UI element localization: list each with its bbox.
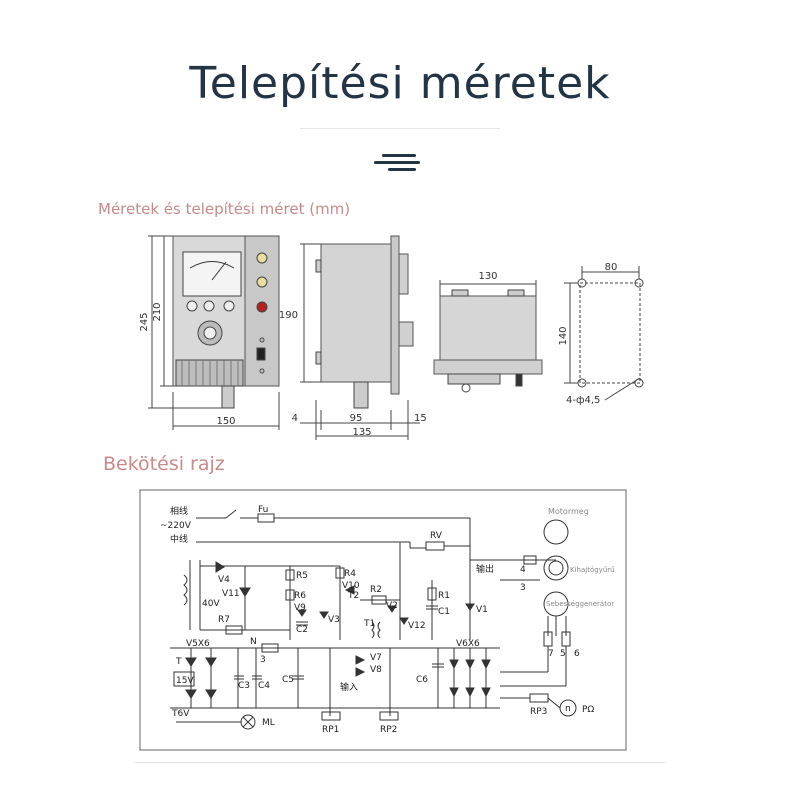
menu-lines-icon (374, 154, 420, 171)
dimensions-section-label: Méretek és telepítési méret (mm) (98, 200, 351, 218)
label-v5x6: V5X6 (186, 639, 210, 649)
dim-top-width: 130 (478, 271, 497, 282)
label-live: 相线 (170, 505, 188, 517)
label-v4: V4 (218, 575, 230, 585)
dimension-drawings: 245 210 150 190 4 95 15 135 130 80 140 4… (139, 235, 644, 440)
label-rp1: RP1 (322, 725, 339, 735)
label-in: 输入 (340, 681, 358, 693)
dim-front-height-total: 245 (139, 312, 150, 331)
label-c2: C2 (296, 625, 308, 635)
label-clutch: Kihajtógyűrű (570, 565, 615, 574)
label-out: 输出 (476, 563, 494, 575)
label-ml: ML (262, 718, 275, 728)
label-motor: Motormeg (548, 507, 589, 516)
label-r6: R6 (294, 591, 306, 601)
mounting-view (564, 266, 644, 401)
label-v12: V12 (408, 621, 426, 631)
label-r5: R5 (296, 571, 308, 581)
label-r1: R1 (438, 591, 450, 601)
dim-mount-width: 80 (605, 262, 618, 273)
dim-side-left: 4 (292, 413, 298, 424)
label-rv: RV (430, 531, 443, 541)
label-3: 3 (260, 655, 266, 665)
page-title: Telepítési méretek (189, 58, 611, 109)
title-divider (300, 128, 500, 129)
label-v7: V7 (370, 653, 382, 663)
label-rp3: RP3 (530, 707, 547, 717)
label-r7: R7 (218, 615, 230, 625)
label-c5: C5 (282, 675, 294, 685)
dim-front-height-inner: 210 (152, 302, 163, 321)
dim-front-width: 150 (216, 416, 235, 427)
label-t1: T1 (363, 619, 375, 629)
front-view (148, 235, 280, 430)
bottom-divider (135, 762, 665, 763)
dim-side-total: 135 (352, 427, 371, 438)
wiring-section-label: Bekötési rajz (103, 453, 225, 475)
label-c4: C4 (258, 681, 270, 691)
label-rp2: RP2 (380, 725, 397, 735)
top-view (433, 280, 543, 393)
label-r2: R2 (370, 585, 382, 595)
label-terminal-3: 3 (520, 583, 526, 593)
label-t: T (175, 657, 182, 667)
label-generator: Sebességgenerátor (546, 600, 614, 608)
dim-holes: 4-ф4,5 (566, 395, 600, 406)
label-terminal-5: 5 (560, 649, 566, 659)
label-v9: V9 (294, 603, 306, 613)
label-v6x6: V6X6 (456, 639, 480, 649)
label-v3: V3 (328, 615, 340, 625)
wiring-diagram: 相线 ~220V 中线 Fu RV 输出 输入 Motormeg Kihajtó… (139, 489, 627, 751)
label-terminal-7: 7 (548, 649, 554, 659)
label-v1: V1 (476, 605, 488, 615)
label-v10: V10 (342, 581, 360, 591)
label-fuse: Fu (258, 505, 268, 515)
dim-mount-height: 140 (558, 326, 569, 345)
label-n-node: n (565, 704, 571, 714)
label-v8: V8 (370, 665, 382, 675)
label-v2: V2 (386, 601, 398, 611)
label-r4: R4 (344, 569, 356, 579)
label-n: N (250, 637, 257, 647)
label-c1: C1 (438, 607, 450, 617)
label-40v: 40V (202, 599, 220, 609)
label-terminal-4: 4 (520, 565, 526, 575)
label-pomega: PΩ (582, 705, 594, 715)
label-c3: C3 (238, 681, 250, 691)
label-terminal-6: 6 (574, 649, 580, 659)
side-view (300, 235, 420, 440)
label-v11: V11 (222, 589, 240, 599)
label-t6v: T6V (171, 709, 190, 719)
label-t2: T2 (347, 591, 359, 601)
dim-side-right: 15 (414, 413, 427, 424)
label-15v: 15V (176, 676, 194, 686)
label-neutral: 中线 (170, 533, 188, 545)
label-voltage: ~220V (160, 521, 192, 531)
dim-side-height: 190 (279, 310, 298, 321)
dim-side-mid: 95 (350, 413, 363, 424)
label-c6: C6 (416, 675, 428, 685)
